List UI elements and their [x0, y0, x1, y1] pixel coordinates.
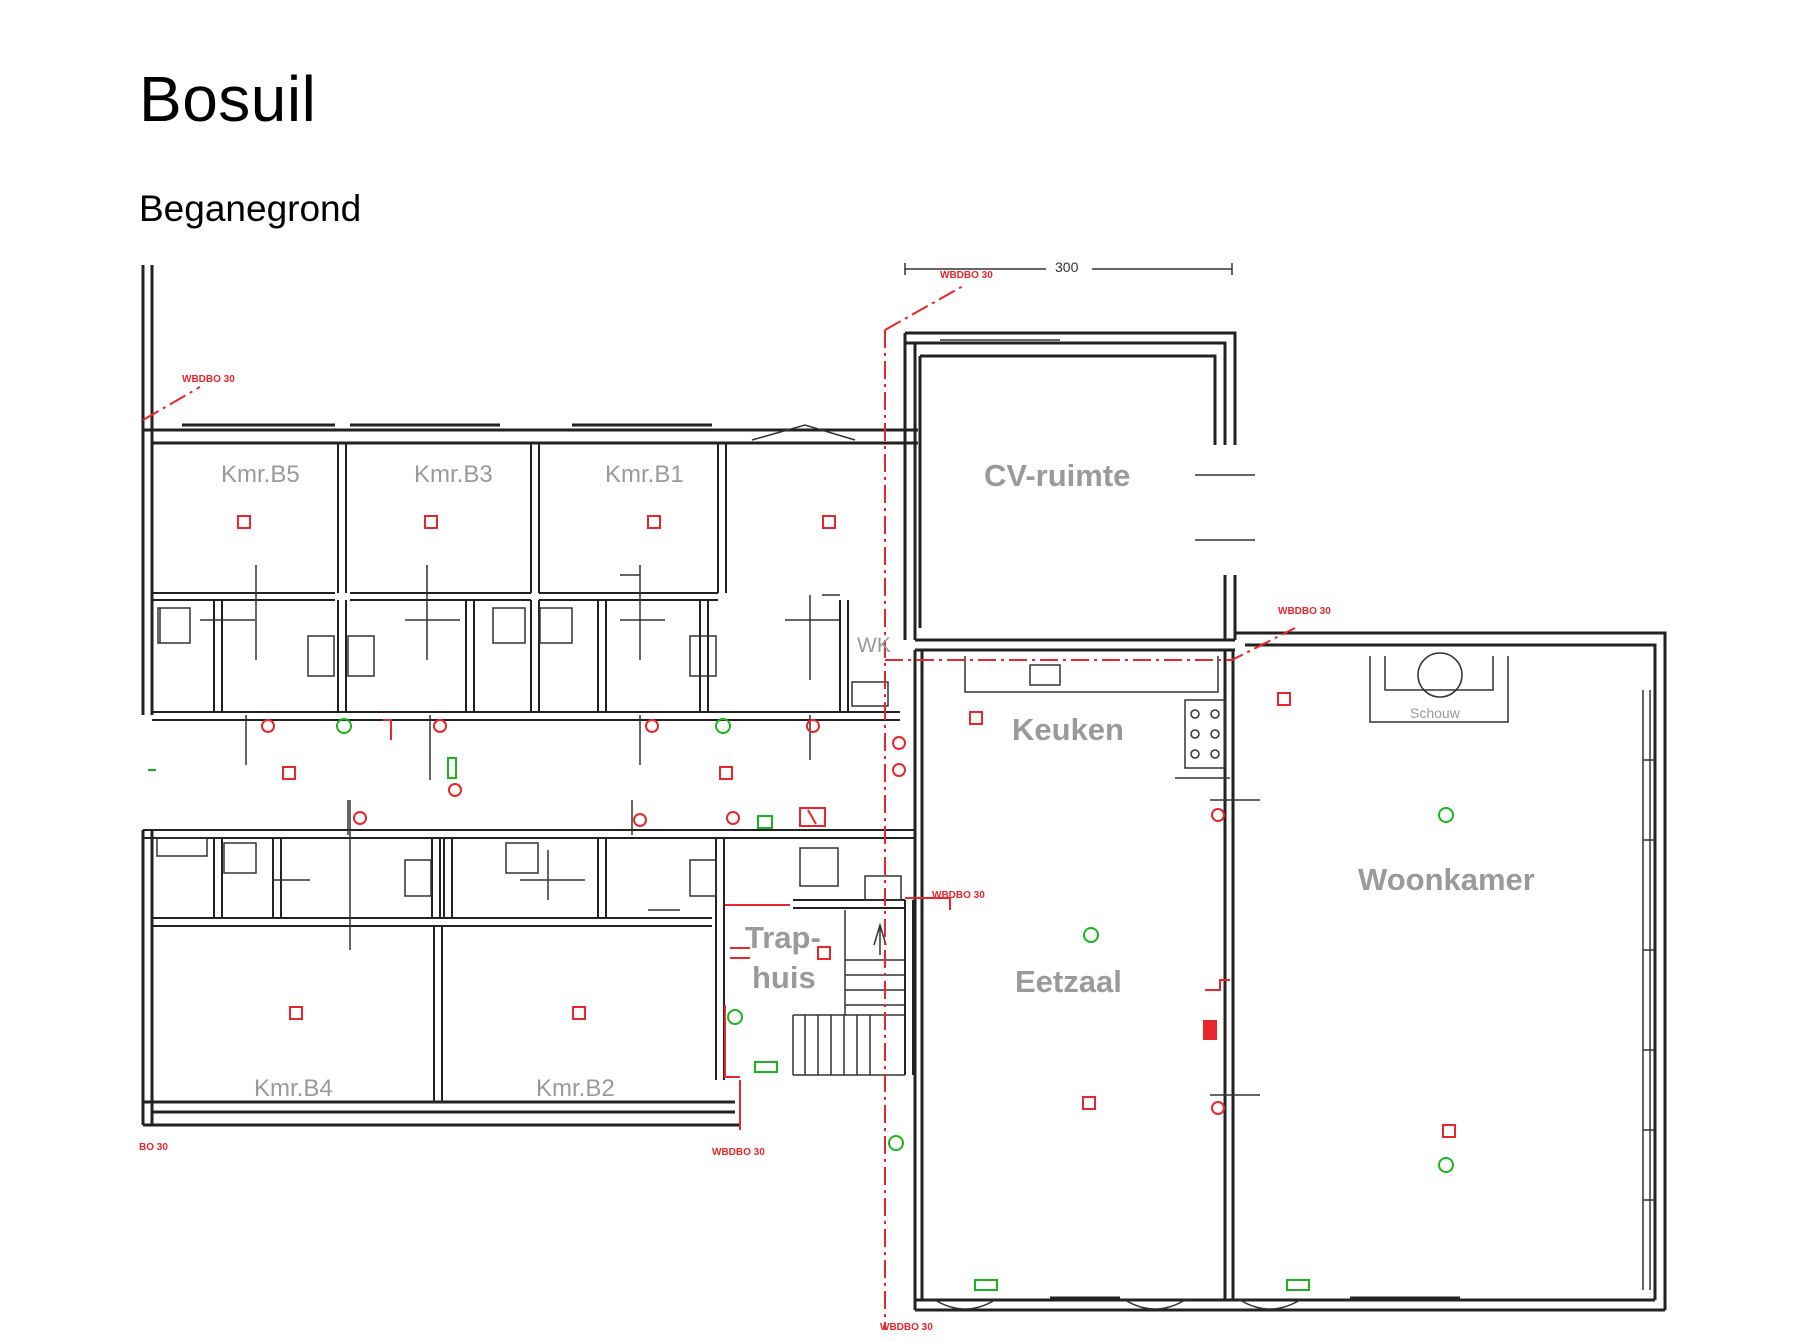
room-label-kmr-b4: Kmr.B4	[254, 1075, 333, 1102]
fire-detectors	[237, 515, 1456, 1138]
dimension-line: 300	[904, 259, 1233, 275]
room-label-kmr-b1: Kmr.B1	[605, 461, 684, 488]
fire-extinguisher-icon	[1203, 1020, 1217, 1040]
wbdbo-label: WBDBO 30	[940, 270, 993, 281]
room-label-kmr-b3: Kmr.B3	[414, 461, 493, 488]
wbdbo-label: WBDBO 30	[1278, 606, 1331, 617]
fire-labels: WBDBO 30 WBDBO 30 WBDBO 30 WBDBO 30 BO 3…	[139, 270, 1331, 1333]
room-label-trap-line2: huis	[752, 960, 816, 995]
room-labels: Kmr.B5 Kmr.B3 Kmr.B1 Kmr.B4 Kmr.B2 CV-ru…	[221, 458, 1535, 1102]
wbdbo-label: BO 30	[139, 1142, 168, 1153]
room-label-keuken: Keuken	[1012, 712, 1124, 747]
room-label-schouw: Schouw	[1410, 705, 1461, 721]
room-label-kmr-b2: Kmr.B2	[536, 1075, 615, 1102]
wbdbo-label: WBDBO 30	[880, 1322, 933, 1333]
document-title: Bosuil	[139, 63, 317, 135]
escape-signs	[148, 718, 1454, 1291]
room-label-eetzaal: Eetzaal	[1015, 964, 1122, 999]
room-label-kmr-b5: Kmr.B5	[221, 461, 300, 488]
room-label-wk: WK	[857, 634, 891, 657]
wbdbo-label: WBDBO 30	[712, 1147, 765, 1158]
room-label-trap-line1: Trap-	[745, 920, 821, 955]
fire-separation-lines	[142, 285, 1296, 1330]
walls	[141, 265, 1667, 1312]
wbdbo-label: WBDBO 30	[932, 890, 985, 901]
document-subtitle: Beganegrond	[139, 188, 362, 229]
wbdbo-label: WBDBO 30	[182, 374, 235, 385]
dimension-label: 300	[1055, 259, 1079, 275]
room-label-woonkamer: Woonkamer	[1358, 862, 1535, 897]
room-label-cv-ruimte: CV-ruimte	[984, 458, 1130, 493]
